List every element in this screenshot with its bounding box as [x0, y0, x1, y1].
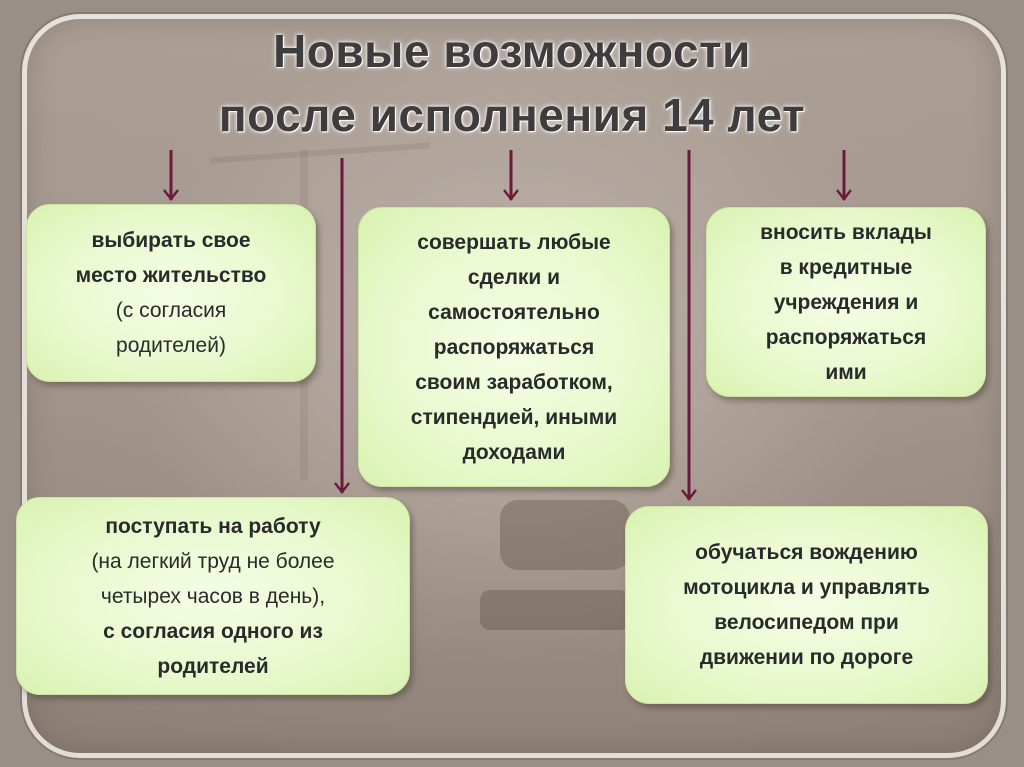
work-line-5: родителей — [157, 654, 269, 678]
transactions-line-3: самостоятельно — [428, 300, 600, 324]
residence-line-4: родителей) — [116, 334, 226, 357]
arrowhead-residence — [163, 189, 179, 201]
title-line-2: после исполнения 14 лет — [218, 89, 806, 141]
deposits-line-4: распоряжаться — [765, 325, 927, 349]
deposits-line-1: вносить вклады — [760, 220, 932, 244]
work-line-3: четырех часов в день), — [100, 584, 326, 608]
transactions-line-6: стипендией, иными — [410, 405, 618, 429]
box-transactions: совершать любые сделки и самостоятельно … — [358, 207, 670, 487]
driving-line-4: движении по дороге — [699, 646, 914, 669]
driving-line-1: обучаться вождению — [695, 541, 918, 564]
residence-line-1: выбирать свое — [91, 229, 251, 252]
work-line-1: поступать на работу — [105, 514, 321, 538]
deposits-line-2: в кредитные — [779, 255, 913, 279]
work-line-4: с согласия одного из — [103, 619, 323, 643]
transactions-line-5: своим заработком, — [415, 370, 613, 394]
deposits-line-5: ими — [825, 360, 867, 384]
transactions-line-7: доходами — [462, 440, 566, 464]
arrowhead-work — [334, 482, 350, 494]
transactions-line-1: совершать любые — [417, 230, 611, 254]
driving-line-3: велосипедом при — [714, 611, 899, 634]
transactions-line-4: распоряжаться — [433, 335, 595, 359]
title-line-1: Новые возможности — [273, 25, 751, 77]
driving-line-2: мотоцикла и управлять — [683, 576, 930, 599]
box-deposits: вносить вклады в кредитные учреждения и … — [706, 207, 986, 397]
box-work: поступать на работу (на легкий труд не б… — [16, 497, 410, 695]
arrowhead-deposits — [836, 189, 852, 201]
residence-line-3: (с согласия — [115, 299, 227, 322]
work-line-2: (на легкий труд не более — [91, 549, 335, 573]
residence-line-2: место жительство — [75, 264, 267, 287]
arrowhead-driving — [681, 489, 697, 501]
deposits-line-3: учреждения и — [773, 290, 919, 314]
arrowhead-transactions — [503, 189, 519, 201]
box-driving: обучаться вождению мотоцикла и управлять… — [625, 506, 988, 704]
box-residence: выбирать свое место жительство (с соглас… — [26, 204, 316, 382]
transactions-line-2: сделки и — [467, 265, 561, 289]
